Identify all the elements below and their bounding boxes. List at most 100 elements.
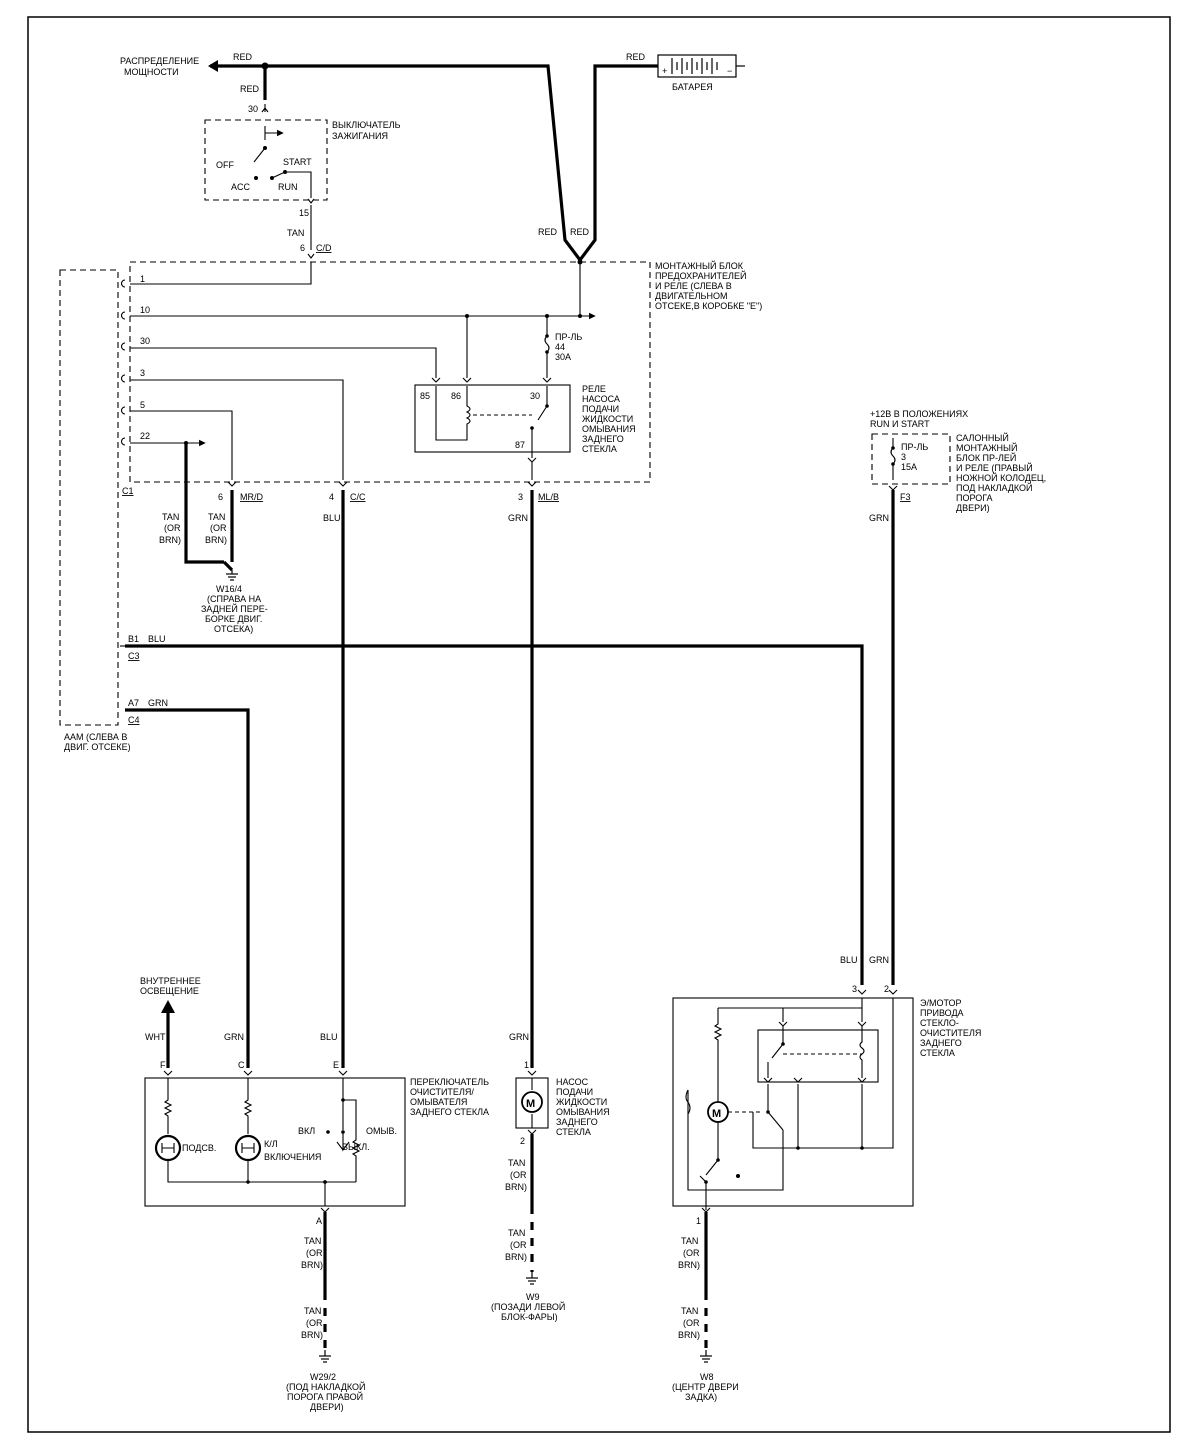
svg-text:E: E	[333, 1060, 339, 1070]
svg-text:5: 5	[140, 400, 145, 410]
aam-connector-pins	[120, 279, 126, 446]
ground-w16-label: W16/4	[216, 584, 242, 594]
svg-text:ОЧИСТИТЕЛЯ: ОЧИСТИТЕЛЯ	[920, 1028, 981, 1038]
svg-text:(ЦЕНТР ДВЕРИ: (ЦЕНТР ДВЕРИ	[672, 1382, 739, 1392]
svg-text:BRN): BRN)	[205, 535, 227, 545]
svg-text:И РЕЛЕ (СЛЕВА В: И РЕЛЕ (СЛЕВА В	[655, 281, 732, 291]
svg-text:СТЕКЛА: СТЕКЛА	[582, 444, 617, 454]
svg-text:(OR: (OR	[510, 1170, 527, 1180]
svg-text:+: +	[662, 66, 667, 76]
svg-text:ОМЫВАНИЯ: ОМЫВАНИЯ	[556, 1107, 610, 1117]
fuse-relay-block: МОНТАЖНЫЙ БЛОК ПРЕДОХРАНИТЕЛЕЙ И РЕЛЕ (С…	[129, 260, 762, 483]
svg-text:87: 87	[515, 440, 525, 450]
svg-text:ДВИГ. ОТСЕКЕ): ДВИГ. ОТСЕКЕ)	[64, 742, 131, 752]
svg-text:A: A	[316, 1216, 322, 1226]
svg-text:RUN И START: RUN И START	[870, 419, 930, 429]
power-dist-label-2: МОЩНОСТИ	[124, 67, 179, 77]
wire-color-red-left: RED	[538, 227, 558, 237]
svg-text:РЕЛЕ: РЕЛЕ	[582, 384, 606, 394]
svg-text:(OR: (OR	[510, 1240, 527, 1250]
svg-text:(СПРАВА НА: (СПРАВА НА	[207, 594, 261, 604]
svg-text:ОЧИСТИТЕЛЯ/: ОЧИСТИТЕЛЯ/	[410, 1087, 474, 1097]
connector-c-c: C/C	[350, 492, 366, 502]
plus12-label: +12В В ПОЛОЖЕНИЯХ	[870, 409, 968, 419]
svg-text:GRN: GRN	[508, 513, 528, 523]
svg-text:СТЕКЛО-: СТЕКЛО-	[920, 1018, 959, 1028]
svg-text:1: 1	[524, 1060, 529, 1070]
salon-fuse-block: ПР-ЛЬ 3 15А	[871, 433, 951, 485]
connector-c3: C3	[128, 651, 140, 661]
svg-text:ЖИДКОСТИ: ЖИДКОСТИ	[582, 414, 633, 424]
svg-text:(ПОД НАКЛАДКОЙ: (ПОД НАКЛАДКОЙ	[286, 1381, 366, 1392]
ground-icon	[226, 570, 238, 581]
svg-text:44: 44	[555, 342, 565, 352]
svg-text:3: 3	[518, 492, 523, 502]
power-dist-label: РАСПРЕДЕЛЕНИЕ	[120, 56, 199, 66]
svg-text:ВЫКЛ.: ВЫКЛ.	[342, 1142, 370, 1152]
svg-text:M: M	[712, 1108, 721, 1120]
svg-text:ОТСЕКЕ,В КОРОБКЕ "E"): ОТСЕКЕ,В КОРОБКЕ "E")	[655, 301, 762, 311]
svg-text:ЗАДНЕГО: ЗАДНЕГО	[920, 1038, 962, 1048]
svg-text:ПОД НАКЛАДКОЙ: ПОД НАКЛАДКОЙ	[956, 482, 1033, 493]
svg-text:(OR: (OR	[683, 1318, 700, 1328]
connector-c4: C4	[128, 715, 140, 725]
svg-text:GRN: GRN	[224, 1032, 244, 1042]
svg-text:1: 1	[140, 274, 145, 284]
svg-text:TAN: TAN	[508, 1158, 525, 1168]
washer-pump-relay: 85 86 30 87 РЕЛЕ НАСОСА ПОДАЧИ ЖИДКОСТИ …	[414, 377, 636, 458]
svg-text:БЛОК ПР-ЛЕЙ: БЛОК ПР-ЛЕЙ	[956, 452, 1016, 463]
svg-text:И РЕЛЕ (ПРАВЫЙ: И РЕЛЕ (ПРАВЫЙ	[956, 462, 1033, 473]
svg-text:ЗАДНЕГО: ЗАДНЕГО	[556, 1117, 598, 1127]
fuse-44-label: ПР-ЛЬ	[555, 332, 582, 342]
svg-text:3: 3	[852, 984, 857, 994]
svg-text:ЗАДНЕЙ ПЕРЕ-: ЗАДНЕЙ ПЕРЕ-	[201, 603, 268, 614]
wiper-washer-switch: ПОДСВ. К/Л ВКЛЮЧЕНИЯ ВКЛ ВЫКЛ. ОМЫВ. ПЕР…	[144, 1077, 489, 1207]
svg-text:BRN): BRN)	[505, 1252, 527, 1262]
svg-text:TAN: TAN	[681, 1306, 698, 1316]
svg-text:ПОДСВ.: ПОДСВ.	[182, 1143, 216, 1153]
wire-color-red-right: RED	[570, 227, 590, 237]
wire-color-red-ign: RED	[240, 84, 260, 94]
svg-text:W8: W8	[700, 1372, 714, 1382]
svg-text:(OR: (OR	[210, 523, 227, 533]
svg-text:НОЖНОЙ КОЛОДЕЦ,: НОЖНОЙ КОЛОДЕЦ,	[956, 472, 1046, 483]
svg-text:(OR: (OR	[164, 523, 181, 533]
svg-text:1: 1	[696, 1216, 701, 1226]
svg-text:ЖИДКОСТИ: ЖИДКОСТИ	[556, 1097, 607, 1107]
svg-text:ДВЕРИ): ДВЕРИ)	[310, 1402, 344, 1412]
svg-text:BRN): BRN)	[301, 1260, 323, 1270]
svg-text:6: 6	[218, 492, 223, 502]
connector-f3: F3	[900, 492, 911, 502]
svg-text:BLU: BLU	[148, 634, 166, 644]
svg-text:TAN: TAN	[304, 1236, 321, 1246]
rear-wiper-motor: M Э/МОТОР ПРИВОДА СТЕКЛО- ОЧИСТИТЕЛЯ ЗАД…	[672, 997, 981, 1210]
svg-text:3: 3	[901, 452, 906, 462]
svg-text:GRN: GRN	[509, 1032, 529, 1042]
svg-text:10: 10	[140, 305, 150, 315]
svg-text:TAN: TAN	[162, 512, 179, 522]
svg-text:ПОДАЧИ: ПОДАЧИ	[556, 1087, 593, 1097]
diagram-frame	[27, 16, 1171, 1433]
svg-text:БОРКЕ ДВИГ.: БОРКЕ ДВИГ.	[205, 614, 262, 624]
wire-color-red-battery: RED	[626, 52, 646, 62]
svg-text:(OR: (OR	[306, 1248, 323, 1258]
washer-pump: M НАСОС ПОДАЧИ ЖИДКОСТИ ОМЫВАНИЯ ЗАДНЕГО…	[515, 1077, 610, 1137]
wire-color-tan-ign: TAN	[287, 228, 304, 238]
svg-text:2: 2	[520, 1136, 525, 1146]
svg-text:ОМЫВАНИЯ: ОМЫВАНИЯ	[582, 424, 636, 434]
ignition-label: ВЫКЛЮЧАТЕЛЬ	[332, 120, 401, 130]
svg-text:БЛОК-ФАРЫ): БЛОК-ФАРЫ)	[501, 1312, 558, 1322]
ground-icon	[526, 1272, 538, 1285]
svg-text:M: M	[526, 1098, 535, 1110]
svg-text:TAN: TAN	[508, 1228, 525, 1238]
ignition-label-2: ЗАЖИГАНИЯ	[332, 131, 388, 141]
svg-text:GRN: GRN	[869, 955, 889, 965]
svg-text:BRN): BRN)	[678, 1260, 700, 1270]
svg-text:BLU: BLU	[840, 955, 858, 965]
svg-text:СТЕКЛА: СТЕКЛА	[920, 1048, 955, 1058]
svg-text:GRN: GRN	[869, 513, 889, 523]
svg-text:ОМЫВ.: ОМЫВ.	[366, 1126, 397, 1136]
connector-ml-b: ML/B	[538, 492, 559, 502]
ground-icon	[700, 1350, 712, 1363]
svg-text:4: 4	[329, 492, 334, 502]
